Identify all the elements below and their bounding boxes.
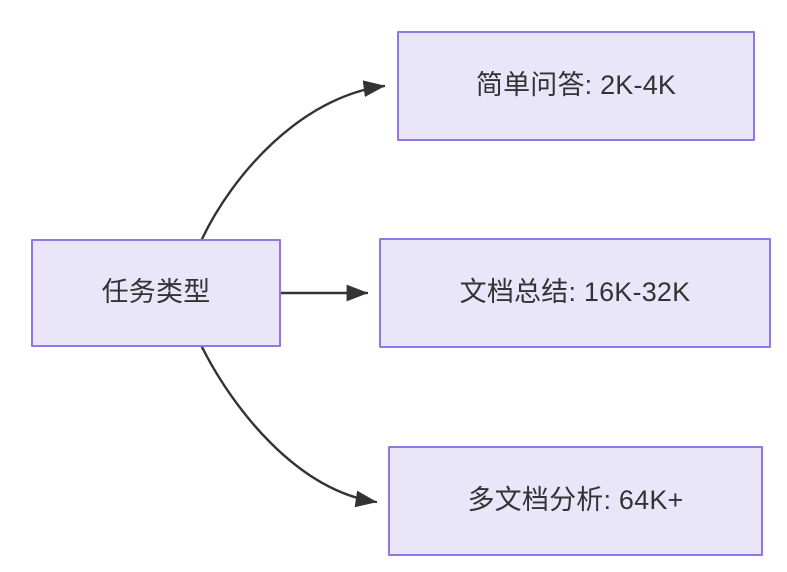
- node-doc-summary[interactable]: 文档总结: 16K-32K: [379, 238, 771, 348]
- node-task-type[interactable]: 任务类型: [31, 239, 281, 347]
- node-simple-qa-label: 简单问答: 2K-4K: [475, 70, 677, 101]
- edge-root-to-multi-doc: [200, 345, 378, 508]
- node-multi-doc-analysis[interactable]: 多文档分析: 64K+: [388, 446, 763, 556]
- edge-root-to-simple-qa: [200, 80, 386, 241]
- node-task-type-label: 任务类型: [101, 277, 211, 308]
- node-doc-summary-label: 文档总结: 16K-32K: [459, 277, 691, 308]
- node-simple-qa[interactable]: 简单问答: 2K-4K: [397, 31, 755, 141]
- node-multi-doc-analysis-label: 多文档分析: 64K+: [467, 485, 684, 516]
